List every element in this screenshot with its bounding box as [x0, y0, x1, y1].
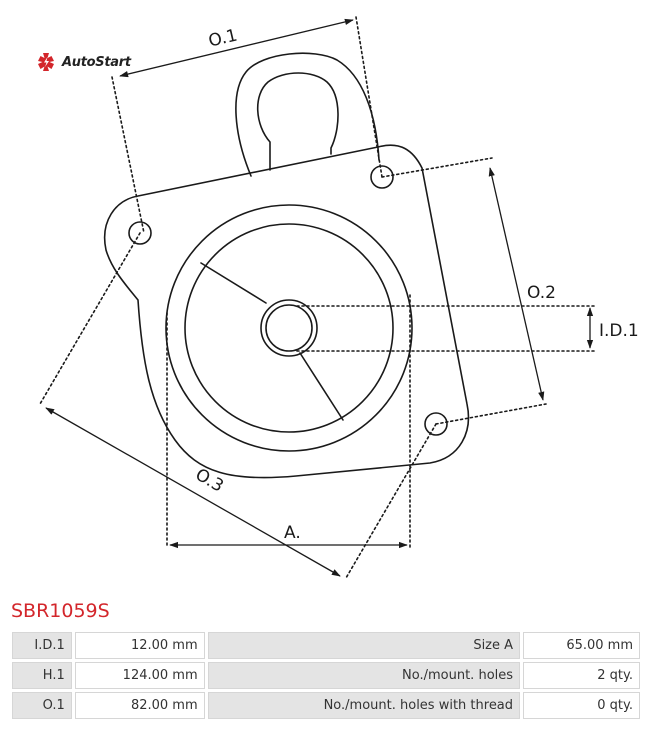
- technical-drawing: O.1 O.2 I.D.1 O.3 A.: [39, 16, 639, 579]
- spec-label: O.1: [12, 692, 72, 719]
- autostart-logo-icon: [38, 53, 54, 71]
- spec-value: 82.00 mm: [74, 692, 205, 719]
- dimension-label-id1: I.D.1: [599, 321, 639, 341]
- spec-value: 2 qty.: [523, 662, 640, 689]
- spec-value: 12.00 mm: [74, 632, 205, 659]
- spec-table: I.D.1 12.00 mm Size A 65.00 mm H.1 124.0…: [9, 629, 643, 722]
- table-row: I.D.1 12.00 mm Size A 65.00 mm: [12, 632, 640, 659]
- spec-value: 0 qty.: [523, 692, 640, 719]
- bearing-housing: [165, 204, 413, 452]
- flange-outline: [103, 144, 470, 479]
- mounting-lug: [235, 52, 380, 177]
- dimension-label-o3: O.3: [192, 465, 227, 497]
- brand-logo: AutoStart: [36, 52, 131, 72]
- dimension-label-o1: O.1: [207, 26, 240, 52]
- dimension-label-a: A.: [284, 523, 301, 543]
- dimension-lines: [45, 18, 594, 577]
- brand-name: AutoStart: [62, 54, 131, 70]
- dimension-label-o2: O.2: [527, 283, 556, 303]
- table-row: O.1 82.00 mm No./mount. holes with threa…: [12, 692, 640, 719]
- part-code: SBR1059S: [11, 600, 110, 622]
- spec-label: H.1: [12, 662, 72, 689]
- spec-value: 65.00 mm: [523, 632, 640, 659]
- spec-label: Size A: [207, 632, 521, 659]
- construction-lines: [39, 16, 597, 579]
- table-row: H.1 124.00 mm No./mount. holes 2 qty.: [12, 662, 640, 689]
- spec-label: I.D.1: [12, 632, 72, 659]
- spec-label: No./mount. holes: [207, 662, 521, 689]
- spec-label: No./mount. holes with thread: [207, 692, 521, 719]
- mount-holes: [128, 165, 448, 436]
- spec-value: 124.00 mm: [74, 662, 205, 689]
